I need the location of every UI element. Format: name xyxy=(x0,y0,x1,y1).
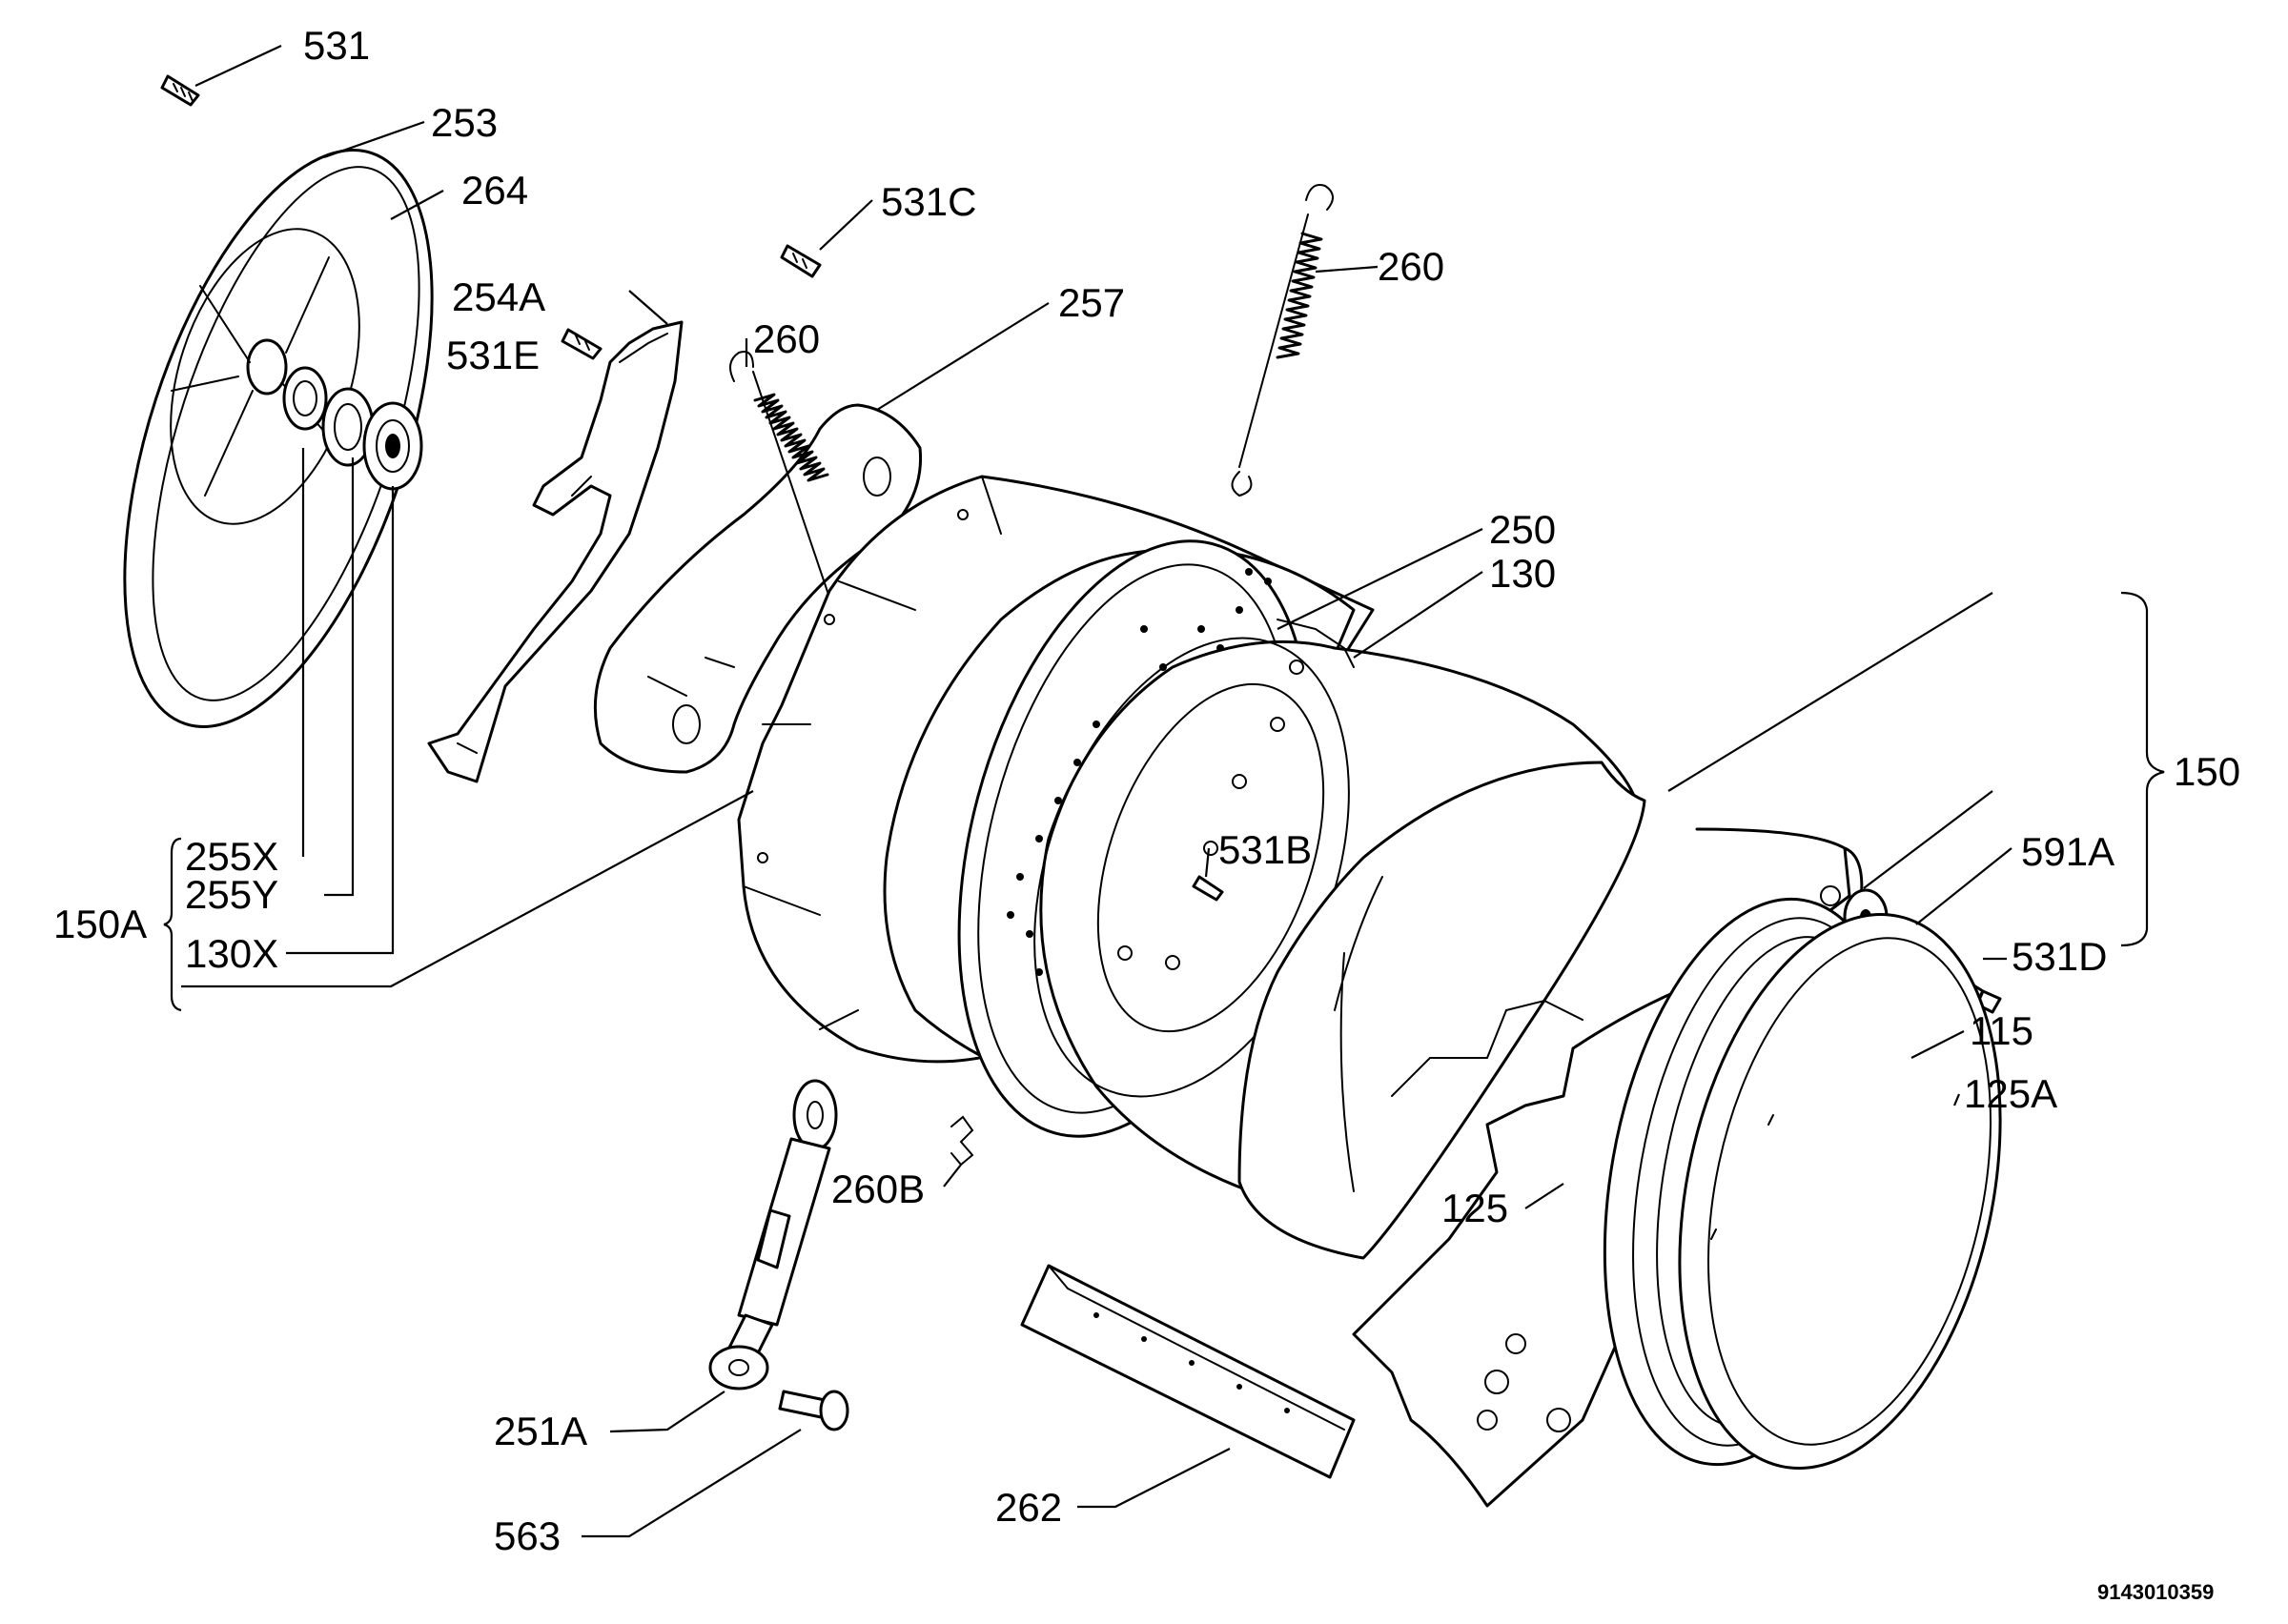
label-130: 130 xyxy=(1489,551,1556,596)
label-125: 125 xyxy=(1441,1186,1508,1230)
label-531c: 531C xyxy=(881,179,976,224)
label-531e: 531E xyxy=(446,333,540,377)
counterweight-257 xyxy=(593,403,923,774)
leader-lines xyxy=(181,45,2012,1538)
label-260-left: 260 xyxy=(753,316,820,361)
label-251a: 251A xyxy=(494,1409,587,1453)
document-number: 9143010359 xyxy=(2097,1580,2214,1604)
label-264: 264 xyxy=(461,168,528,213)
pulley-icon xyxy=(123,149,434,728)
label-253: 253 xyxy=(431,100,498,145)
rail-262 xyxy=(1020,1264,1356,1479)
label-563: 563 xyxy=(494,1513,561,1558)
bolt-icon xyxy=(1192,875,1224,902)
label-250: 250 xyxy=(1489,507,1556,552)
label-130x: 130X xyxy=(185,931,278,976)
bearing-icon xyxy=(282,366,423,491)
shock-absorber-icon xyxy=(708,1079,838,1391)
bolt-icon xyxy=(780,244,822,278)
label-254a: 254A xyxy=(452,274,545,319)
label-115: 115 xyxy=(1970,1008,2033,1053)
label-150a: 150A xyxy=(53,902,147,946)
label-262: 262 xyxy=(995,1485,1062,1530)
label-255y: 255Y xyxy=(185,872,278,917)
bracket-254a xyxy=(427,320,684,783)
bolt-icon xyxy=(561,328,603,360)
bracket-150a xyxy=(163,837,182,1012)
label-125a: 125A xyxy=(1964,1071,2057,1116)
label-255x: 255X xyxy=(185,834,278,879)
label-531: 531 xyxy=(303,23,370,68)
door-gasket-125 xyxy=(1603,897,2002,1470)
label-150: 150 xyxy=(2174,749,2240,794)
bolt-icon xyxy=(160,74,200,107)
label-260-right: 260 xyxy=(1378,244,1444,289)
label-260b: 260B xyxy=(831,1167,925,1211)
clip-260b xyxy=(950,1115,974,1167)
tub-icon xyxy=(1237,761,1646,1260)
bolt-icon xyxy=(778,1390,849,1431)
label-591a: 591A xyxy=(2021,829,2114,874)
label-257: 257 xyxy=(1058,280,1125,325)
bracket-150 xyxy=(2120,591,2165,947)
label-531b: 531B xyxy=(1218,827,1312,872)
spring-icon xyxy=(1231,184,1334,497)
label-531d: 531D xyxy=(2012,934,2107,979)
part-labels: 531 253 264 531C 254A 531E 260 257 260 2… xyxy=(53,23,2240,1604)
